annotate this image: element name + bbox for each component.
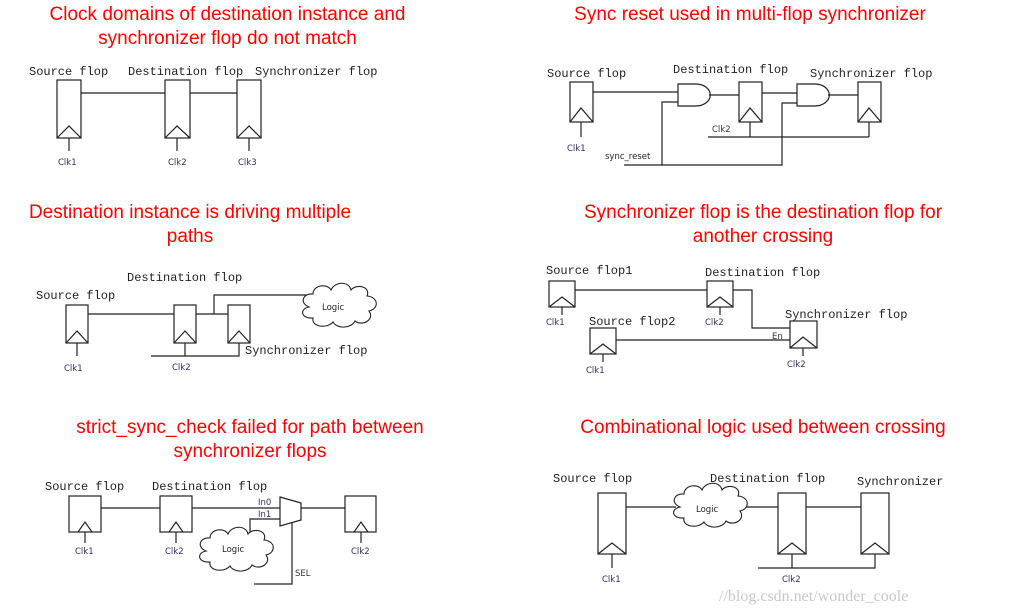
p3-clk2-label: Clk2 <box>172 363 191 373</box>
p2-sync-reset-label: sync_reset <box>605 152 651 162</box>
p3-wire-dst-logic <box>213 294 312 314</box>
p5-destination-flop <box>159 495 193 543</box>
panel3-diagram: Destination flop Source flop Logic Synch… <box>36 271 377 374</box>
p6-logic-label: Logic <box>696 505 719 515</box>
p1-synchronizer-label: Synchronizer flop <box>255 65 377 79</box>
p2-sync-reset-net <box>624 102 797 166</box>
p6-source-flop <box>597 492 627 568</box>
p5-clk2-label: Clk2 <box>165 547 184 557</box>
p1-clk3-label: Clk3 <box>238 158 257 168</box>
panel5-title-line1: strict_sync_check failed for path betwee… <box>76 417 424 438</box>
p4-source1-label: Source flop1 <box>546 264 632 278</box>
p6-synchronizer-label: Synchronizer <box>857 475 943 489</box>
panel5-title-line2: synchronizer flops <box>173 441 327 462</box>
p5-in0-label: In0 <box>258 498 271 508</box>
p3-clk1-label: Clk1 <box>64 364 83 374</box>
p5-wire-logic-in1 <box>249 518 280 535</box>
p4-destination-label: Destination flop <box>705 266 820 280</box>
panel2-title: Sync reset used in multi-flop synchroniz… <box>520 3 980 27</box>
p1-source-label: Source flop <box>29 65 108 79</box>
p5-clk2b-label: Clk2 <box>351 547 370 557</box>
p3-destination-flop <box>173 304 197 356</box>
panel3-title-line1: Destination instance is driving multiple <box>28 202 352 223</box>
p2-synchronizer-label: Synchronizer flop <box>810 67 932 81</box>
p3-source-label: Source flop <box>36 289 115 303</box>
panel6-title: Combinational logic used between crossin… <box>548 416 978 440</box>
p1-source-flop <box>56 79 82 151</box>
p4-clk1-label: Clk1 <box>546 318 565 328</box>
p1-synchronizer-flop <box>236 79 262 151</box>
p6-destination-label: Destination flop <box>710 472 825 486</box>
p5-sel-net <box>254 523 293 585</box>
panel2-diagram: Source flop Destination flop Synchronize… <box>547 63 932 166</box>
p2-synchronizer-flop <box>857 81 882 137</box>
p2-and-gate-1 <box>677 83 711 107</box>
panel4-title-line1: Synchronizer flop is the destination flo… <box>583 202 943 223</box>
panel4-diagram: Source flop1 Destination flop Synchroniz… <box>546 264 907 376</box>
p2-clk1-label: Clk1 <box>567 144 586 154</box>
p5-sync-flop <box>344 495 377 543</box>
p2-sync-reset-branch <box>661 101 678 165</box>
p4-wire-dst-sync <box>733 289 790 329</box>
panel1-title-line2: synchronizer flop do not match <box>98 28 357 49</box>
panel6-diagram: Source flop Destination flop Synchronize… <box>553 472 943 585</box>
p4-source2-flop <box>589 327 617 362</box>
p5-sel-label: SEL <box>295 569 311 579</box>
p4-source2-label: Source flop2 <box>589 315 675 329</box>
panel4-title-line2: another crossing <box>692 226 834 247</box>
p6-clk2-net <box>758 554 876 569</box>
p4-synchronizer-flop <box>789 320 818 356</box>
p4-enable-label: En <box>772 332 783 342</box>
p2-destination-flop <box>738 81 763 137</box>
p5-logic-label: Logic <box>222 545 245 555</box>
p4-clk2-label: Clk2 <box>705 318 724 328</box>
panel2-title-line1: Sync reset used in multi-flop synchroniz… <box>574 4 926 25</box>
p4-source1-flop <box>548 280 576 315</box>
panel5-diagram: Source flop Destination flop Logic In0 I… <box>45 480 377 585</box>
p1-destination-label: Destination flop <box>128 65 243 79</box>
p3-source-flop <box>65 304 89 356</box>
p3-destination-label: Destination flop <box>127 271 242 285</box>
panel4-title: Synchronizer flop is the destination flo… <box>548 201 978 249</box>
p1-clk1-label: Clk1 <box>58 158 77 168</box>
p5-source-flop <box>68 495 102 543</box>
p5-source-label: Source flop <box>45 480 124 494</box>
panel1-diagram: Source flop Destination flop Synchronize… <box>29 65 377 168</box>
panel1-title: Clock domains of destination instance an… <box>0 3 455 51</box>
p4-destination-flop <box>706 280 734 315</box>
p6-destination-flop <box>777 492 807 568</box>
p6-clk1-label: Clk1 <box>602 575 621 585</box>
panel5-title: strict_sync_check failed for path betwee… <box>40 416 460 464</box>
p2-source-label: Source flop <box>547 67 626 81</box>
p3-clk2-net <box>151 343 240 357</box>
p3-logic-label: Logic <box>322 303 345 313</box>
watermark: //blog.csdn.net/wonder_coole <box>719 588 908 605</box>
p2-clk2-label: Clk2 <box>712 125 731 135</box>
p3-synchronizer-label: Synchronizer flop <box>245 344 367 358</box>
panel6-title-line1: Combinational logic used between crossin… <box>580 417 946 438</box>
p6-synchronizer-flop <box>860 492 890 555</box>
panel3-title: Destination instance is driving multiple… <box>0 201 380 249</box>
p4-synchronizer-label: Synchronizer flop <box>785 308 907 322</box>
p1-destination-flop <box>164 79 191 151</box>
p5-in1-label: In1 <box>258 510 271 520</box>
p5-mux <box>279 496 302 527</box>
p1-clk2-label: Clk2 <box>168 158 187 168</box>
p2-source-flop <box>569 81 594 137</box>
p6-clk2-label: Clk2 <box>782 575 801 585</box>
panel1-title-line1: Clock domains of destination instance an… <box>49 4 406 25</box>
p6-source-label: Source flop <box>553 472 632 486</box>
p4-clk2b-label: Clk2 <box>787 360 806 370</box>
p3-synchronizer-flop <box>227 304 251 344</box>
p5-clk1-label: Clk1 <box>75 547 94 557</box>
p2-and-gate-2 <box>796 83 830 107</box>
p4-clk1b-label: Clk1 <box>586 366 605 376</box>
p5-destination-label: Destination flop <box>152 480 267 494</box>
p2-destination-label: Destination flop <box>673 63 788 77</box>
panel3-title-line2: paths <box>166 226 214 247</box>
